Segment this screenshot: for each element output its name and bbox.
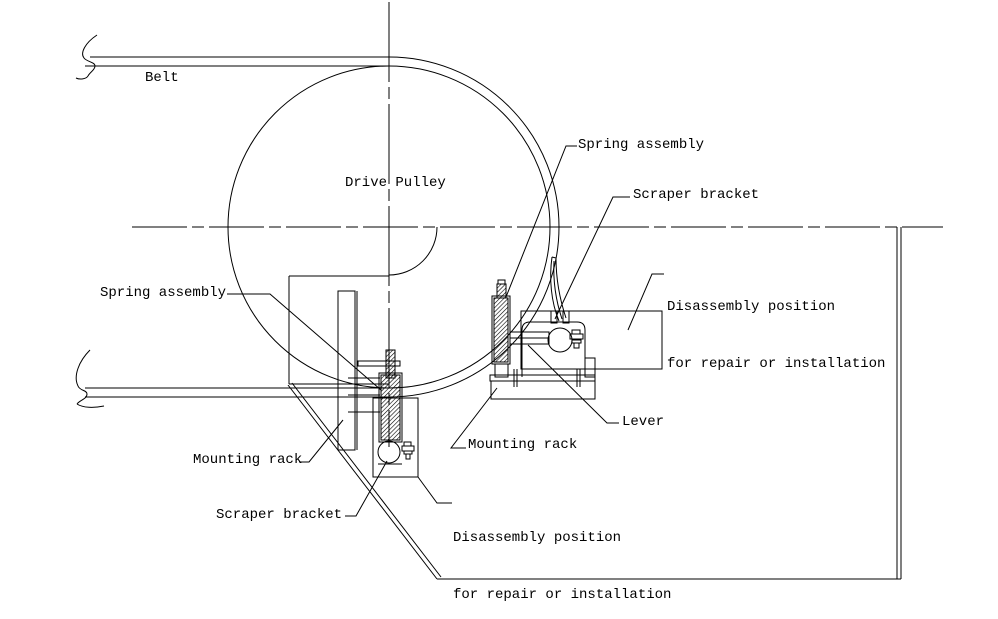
spring-body-left	[380, 374, 401, 441]
leader-mounting-rack-right	[449, 387, 498, 449]
label-drive-pulley: Drive Pulley	[345, 175, 446, 191]
scraper-pivot-left	[377, 440, 401, 464]
right-scraper-assembly	[489, 256, 663, 400]
label-disassembly-left-line1: Disassembly position	[453, 530, 622, 546]
leader-scraper-bracket-right	[554, 196, 630, 320]
belt-break-symbol-top	[75, 34, 98, 80]
chute-walls	[287, 227, 902, 580]
label-scraper-bracket-right: Scraper bracket	[633, 187, 760, 203]
label-disassembly-right-line2: for repair or installation	[667, 356, 886, 372]
belt-break-symbol-bottom	[75, 349, 105, 408]
label-mounting-rack-right: Mounting rack	[468, 437, 578, 453]
leader-mounting-rack-left	[299, 419, 344, 463]
spring-body-right	[493, 297, 509, 363]
spring-housing-left	[378, 372, 403, 443]
mounting-rack-base-right	[490, 380, 596, 400]
spring-foot-right	[494, 363, 509, 378]
mounting-rack-plate-left	[337, 290, 356, 451]
label-belt: Belt	[145, 70, 179, 86]
bolt-left	[401, 441, 415, 460]
spring-rod-left	[385, 349, 396, 379]
leader-disassembly-left	[417, 476, 452, 504]
mounting-frame	[288, 275, 389, 385]
crossbar-left	[357, 360, 401, 367]
hub-quarter-arc	[388, 226, 438, 276]
leader-disassembly-right	[627, 273, 664, 331]
mounting-rack-top-plate-right	[489, 374, 596, 382]
leader-lines	[227, 145, 664, 517]
scraper-bracket-body-right	[521, 321, 586, 377]
label-disassembly-right: Disassembly position for repair or insta…	[667, 260, 885, 412]
label-spring-assembly-left: Spring assembly	[100, 285, 227, 301]
lever-pivot-right	[547, 327, 573, 353]
leader-lever	[527, 344, 619, 424]
label-disassembly-left-line2: for repair or installation	[453, 587, 672, 603]
leader-spring-assembly-left	[227, 293, 382, 391]
label-disassembly-left: Disassembly position for repair or insta…	[453, 491, 671, 619]
label-disassembly-right-line1: Disassembly position	[667, 299, 836, 315]
belt-lines	[75, 34, 560, 408]
label-lever: Lever	[622, 414, 665, 430]
bolt-right	[569, 329, 584, 349]
leader-scraper-bracket-left	[345, 460, 388, 517]
scraper-bracket-box-left	[372, 397, 419, 478]
disassembly-position-outline	[520, 310, 663, 370]
left-scraper-assembly	[337, 290, 419, 478]
leader-spring-assembly-right	[505, 145, 577, 298]
label-spring-assembly-right: Spring assembly	[578, 137, 705, 153]
label-scraper-bracket-left: Scraper bracket	[216, 507, 343, 523]
belt-outer-wrap-arc	[388, 56, 560, 398]
label-mounting-rack-left: Mounting rack	[193, 452, 303, 468]
